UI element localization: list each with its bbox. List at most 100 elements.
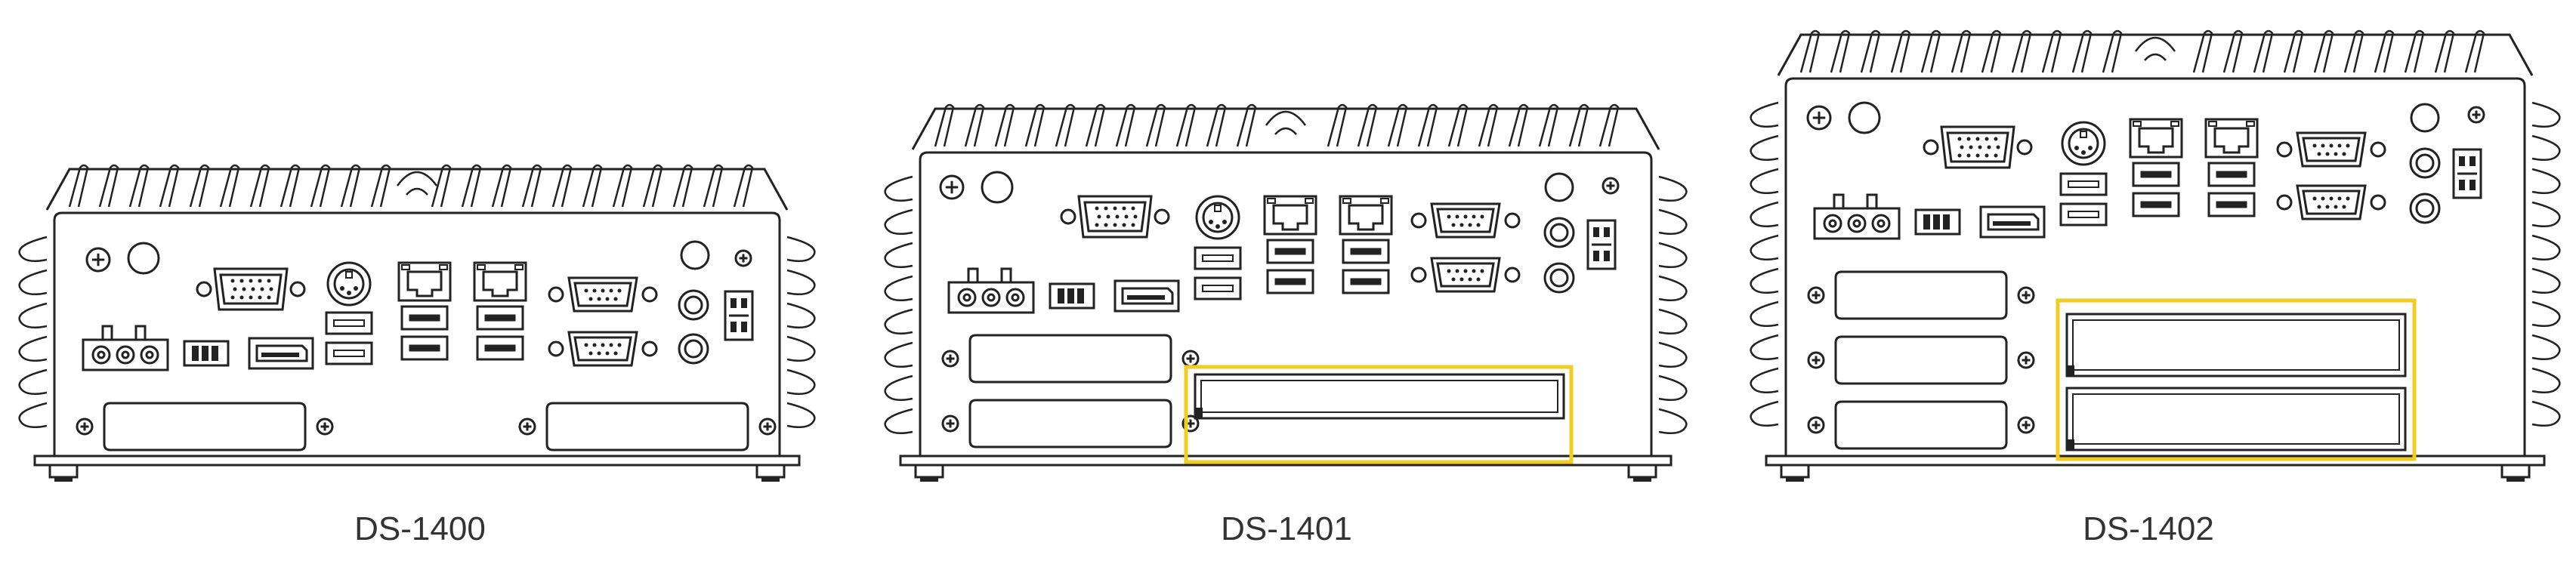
rubber-foot [2500,464,2531,482]
heatsink-fins-top [1799,29,2485,73]
ethernet-port-icon [397,261,452,302]
ethernet-port-icon [1263,195,1317,236]
terminal-block-icon [183,340,230,367]
switch-icon [724,290,754,341]
model-label-ds-1400: DS-1400 [354,510,486,547]
terminal-block-icon [1914,208,1961,236]
screw-icon [76,418,94,436]
led-indicator [1848,101,1881,134]
screw-icon [758,418,777,436]
heatsink-fins-side [18,236,816,428]
model-label-ds-1402: DS-1402 [2083,510,2214,547]
power-terminal-icon [82,325,169,371]
ps2-port-icon [1195,195,1240,240]
power-terminal-icon [1813,193,1901,240]
power-terminal-icon [947,267,1035,314]
expansion-slot-highlight [2056,298,2417,461]
heatsink-fins-side [1750,101,2561,427]
serial-port-icon [1410,202,1521,239]
audio-jack-icon [2409,147,2441,179]
audio-jack-icon [678,289,709,321]
ethernet-port-icon [2129,118,2183,159]
screw-icon [2017,416,2035,434]
screw-icon [1602,177,1620,195]
expansion-slot-bracket [1194,373,1565,420]
screw-icon [734,249,752,267]
chassis-base [33,455,801,467]
slot-cover-plate [1807,400,2035,450]
rubber-foot [1780,464,1810,482]
screw-icon [2467,106,2485,124]
ps2-port-icon [326,261,372,307]
chassis-base [1765,455,2546,467]
usb-port-icon [1266,239,1314,294]
displayport-icon [1113,279,1180,313]
vga-port-icon [1060,195,1170,239]
audio-jack-icon [1543,262,1575,294]
usb-port-icon [1194,246,1242,300]
ps2-port-icon [2061,121,2106,166]
audio-jack-icon [1543,217,1575,248]
ethernet-port-icon [2204,118,2259,159]
screw-icon [1806,105,1832,131]
serial-port-icon [548,331,658,367]
screw-icon [2017,286,2035,304]
slot-cover-plate [941,399,1200,448]
chassis-ds-1401 [884,103,1688,482]
rubber-foot [914,464,944,482]
heatsink-fins-top [934,103,1620,147]
screw-icon [939,174,965,200]
serial-port-icon [2276,131,2386,168]
power-button [680,240,710,270]
screw-icon [518,418,536,436]
screw-icon [941,350,959,368]
front-panel [53,211,781,458]
ethernet-port-icon [473,261,527,302]
usb-port-icon [2059,172,2108,226]
screw-icon [941,414,959,433]
rubber-foot [48,464,79,482]
power-button [1544,172,1574,202]
audio-jack-icon [2409,193,2441,224]
usb-port-icon [476,305,524,361]
usb-port-icon [325,311,373,365]
chassis-ds-1402 [1750,29,2561,482]
heatsink-fins-top [68,164,754,208]
audio-jack-icon [678,333,709,365]
switch-icon [1586,219,1617,270]
usb-port-icon [1342,239,1390,294]
slot-cover-plate [1807,335,2035,385]
slot-cover-plate [1807,270,2035,320]
screw-icon [316,418,334,436]
displayport-icon [248,337,314,370]
serial-port-icon [2276,184,2386,220]
screw-icon [1807,351,1825,369]
rubber-foot [1627,464,1657,482]
screw-icon [1181,350,1200,368]
front-panel [919,151,1653,458]
screw-icon [1807,286,1825,304]
vga-port-icon [196,267,306,311]
expansion-slot-bracket [2065,387,2407,451]
vga-port-icon [1923,125,2033,169]
expansion-slot-highlight [1184,365,1574,464]
slot-cover-plate [518,402,777,451]
led-indicator [127,242,160,275]
displayport-icon [1979,205,2046,239]
terminal-block-icon [1049,282,1095,310]
ethernet-port-icon [1339,195,1393,236]
usb-port-icon [2207,162,2256,217]
serial-port-icon [1410,257,1521,293]
chassis-ds-1400 [18,164,816,482]
usb-port-icon [2132,162,2180,217]
serial-port-icon [548,276,658,313]
rubber-foot [755,464,786,482]
heatsink-fins-side [884,175,1688,434]
switch-icon [2452,148,2482,199]
screw-icon [1807,416,1825,434]
chassis-base [899,455,1673,467]
model-label-ds-1401: DS-1401 [1221,510,1352,547]
screw-icon [2017,351,2035,369]
